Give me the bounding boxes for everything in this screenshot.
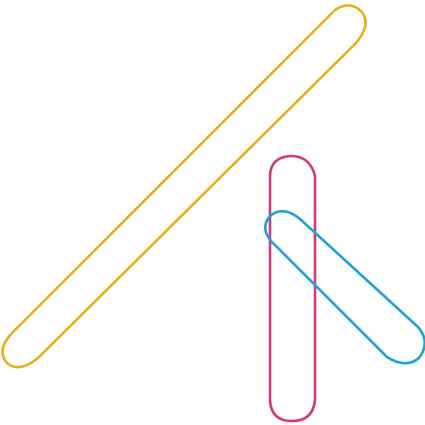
- blue-capsule-shape: [263, 209, 425, 365]
- magenta-capsule-shape: [268, 154, 317, 423]
- yellow-capsule-shape: [1, 4, 367, 369]
